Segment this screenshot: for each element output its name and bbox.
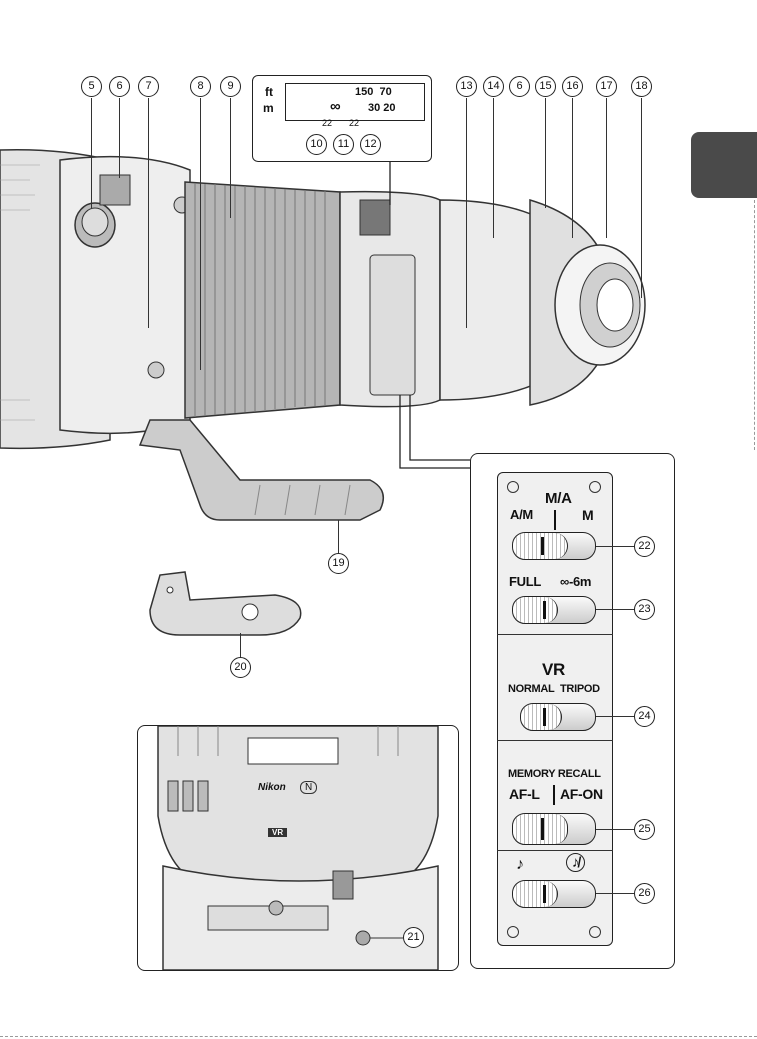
label-m-a: M/A [545,490,572,507]
leader-7 [148,98,149,328]
leader-18 [641,98,642,298]
m-values: 30 20 [368,102,396,114]
dof-right: 22 [349,118,359,128]
tick-memory [553,785,555,805]
callout-22: 22 [634,536,655,557]
callout-24: 24 [634,706,655,727]
leader-19 [338,520,339,553]
callout-21: 21 [403,927,424,948]
label-tripod: TRIPOD [560,683,600,695]
m-label: m [263,101,274,115]
leader-16 [572,98,573,238]
callout-19: 19 [328,553,349,574]
label-m: M [582,507,593,523]
leader-15 [545,98,546,208]
ft-values: 150 70 [355,86,392,98]
inset-n-mark: N [300,781,317,794]
leader-9 [230,98,231,218]
label-af-on: AF-ON [560,786,603,802]
callout-12: 12 [360,134,381,155]
callout-17: 17 [596,76,617,97]
callout-16: 16 [562,76,583,97]
leader-22 [596,546,634,547]
label-full: FULL [509,574,541,589]
label-memory-recall: MEMORY RECALL [508,768,601,780]
focus-mode-switch[interactable] [512,532,596,560]
inset-brand: Nikon [258,782,286,793]
callout-5: 5 [81,76,102,97]
callout-15: 15 [535,76,556,97]
plate-divider-1 [497,634,613,635]
callout-18: 18 [631,76,652,97]
leader-17 [606,98,607,238]
label-vr: VR [542,660,565,680]
callout-6: 6 [109,76,130,97]
callout-6b: 6 [509,76,530,97]
label-a-m: A/M [510,507,533,522]
memory-recall-switch[interactable] [512,813,596,845]
callout-11: 11 [333,134,354,155]
callout-14: 14 [483,76,504,97]
callout-13: 13 [456,76,477,97]
inset-vr: VR [268,828,287,837]
leader-26 [596,893,634,894]
callout-26: 26 [634,883,655,904]
vr-switch[interactable] [520,703,596,731]
focus-limit-switch[interactable] [512,596,596,624]
callout-25: 25 [634,819,655,840]
leader-25 [596,829,634,830]
label-af-l: AF-L [509,786,540,802]
plate-divider-2 [497,740,613,741]
leader-6 [119,98,120,178]
label-normal: NORMAL [508,683,554,695]
callout-9: 9 [220,76,241,97]
dof-left: 22 [322,118,332,128]
screw-icon [507,481,519,493]
label-sound-off: ♪̸ [566,853,585,872]
label-limit: ∞-6m [560,574,591,589]
plate-divider-3 [497,850,613,851]
leader-14 [493,98,494,238]
tick-focus [554,510,556,530]
leader-20 [240,633,241,657]
leader-5 [91,98,92,208]
infinity-mark: ∞ [330,98,341,115]
screw-icon [589,481,601,493]
sound-switch[interactable] [512,880,596,908]
label-sound-on: ♪ [516,856,524,874]
callout-20: 20 [230,657,251,678]
ft-label: ft [265,85,273,99]
callout-10: 10 [306,134,327,155]
callout-23: 23 [634,599,655,620]
leader-24 [596,716,634,717]
screw-icon [589,926,601,938]
callout-8: 8 [190,76,211,97]
screw-icon [507,926,519,938]
callout-7: 7 [138,76,159,97]
leader-8 [200,98,201,370]
page-bottom-rule [0,1036,757,1038]
leader-13 [466,98,467,328]
leader-23 [596,609,634,610]
